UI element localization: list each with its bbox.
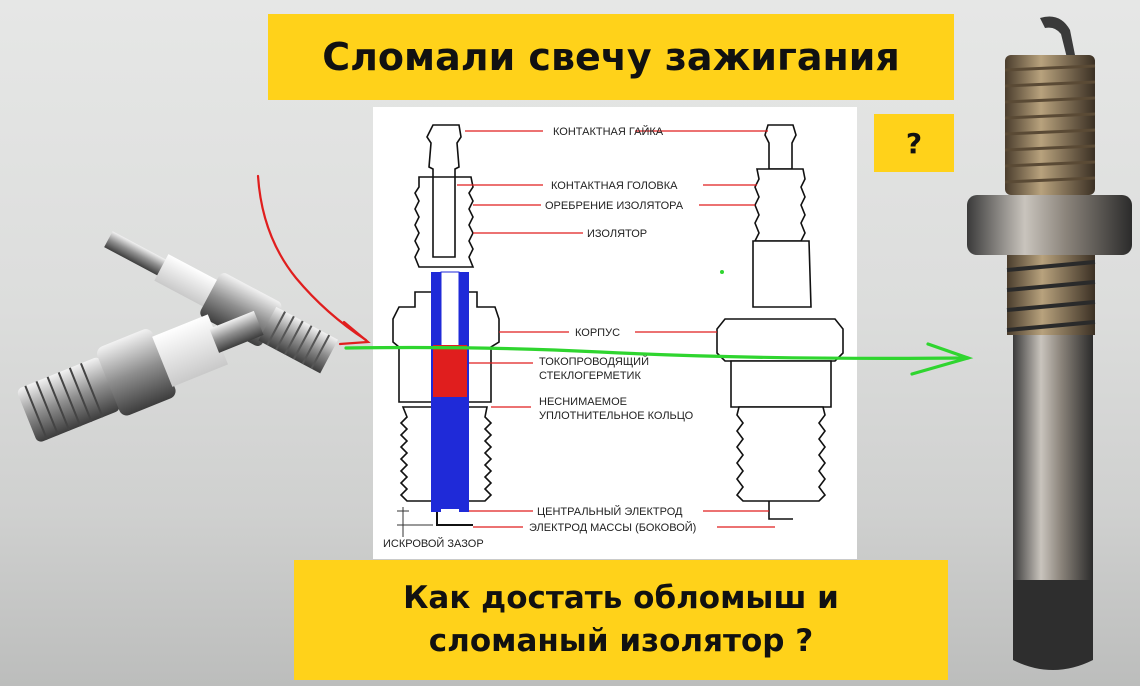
label-ring-line2: УПЛОТНИТЕЛЬНОЕ КОЛЬЦО (539, 410, 694, 422)
blue-conductor-channel (431, 271, 469, 512)
label-contact-nut: КОНТАКТНАЯ ГАЙКА (553, 125, 664, 138)
bottom-question-banner: Как достать обломыш и сломаный изолятор … (294, 560, 948, 680)
label-insulator-ribs: ОРЕБРЕНИЕ ИЗОЛЯТОРА (545, 200, 684, 212)
question-badge: ? (874, 114, 954, 172)
label-insulator: ИЗОЛЯТОР (587, 228, 647, 240)
label-sealant-line2: СТЕКЛОГЕРМЕТИК (539, 370, 641, 382)
label-contact-head: КОНТАКТНАЯ ГОЛОВКА (551, 180, 678, 192)
label-sealant-line1: ТОКОПРОВОДЯЩИЙ (539, 355, 649, 368)
spark-plug-diagram: КОНТАКТНАЯ ГАЙКА КОНТАКТНАЯ ГОЛОВКА ОРЕБ… (373, 107, 857, 559)
bottom-text-line2: сломаный изолятор ? (428, 623, 814, 659)
question-mark-text: ? (905, 126, 923, 160)
spark-gap-marker (397, 507, 433, 537)
exterior-plug (716, 124, 844, 520)
label-spark-gap: ИСКРОВОЙ ЗАЗОР (383, 537, 484, 550)
label-ring-line1: НЕСНИМАЕМОЕ (539, 396, 627, 408)
bottom-text-line1: Как достать обломыш и (403, 579, 839, 616)
label-leader-lines (457, 130, 775, 528)
label-ground-electrode: ЭЛЕКТРОД МАССЫ (БОКОВОЙ) (529, 521, 696, 534)
broken-spark-plug-photo (967, 16, 1132, 670)
title-banner: Сломали свечу зажигания (268, 14, 954, 100)
title-text: Сломали свечу зажигания (322, 35, 900, 79)
label-body: КОРПУС (575, 327, 620, 339)
label-center-electrode: ЦЕНТРАЛЬНЫЙ ЭЛЕКТРОД (537, 505, 683, 518)
